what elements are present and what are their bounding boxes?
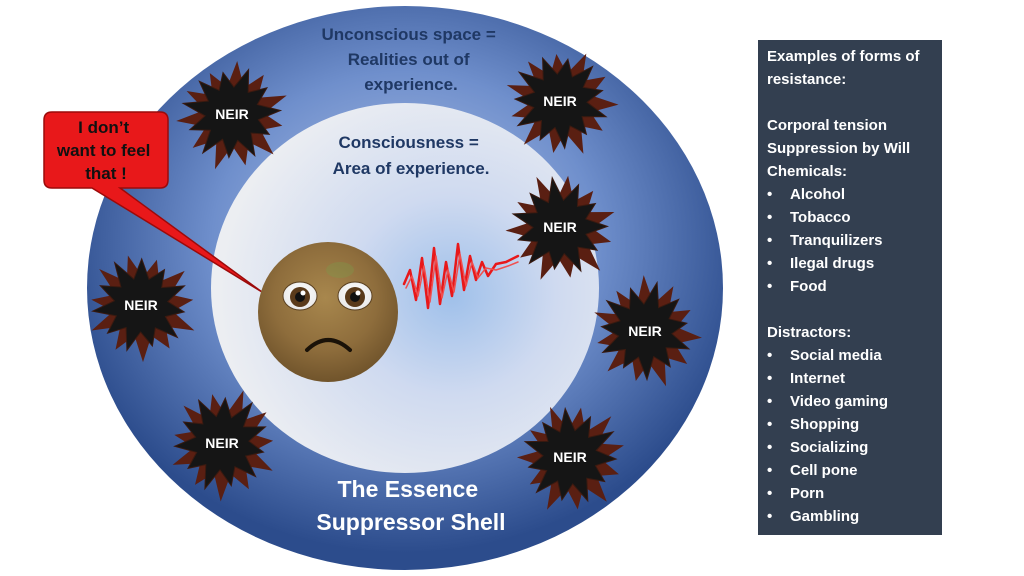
list-item: Tobacco	[767, 206, 936, 229]
list-item: Tranquilizers	[767, 229, 936, 252]
list-item: Socializing	[767, 436, 936, 459]
consciousness-label: Consciousness = Area of experience.	[333, 133, 490, 178]
resistance-examples-panel: Examples of forms of resistance: Corpora…	[758, 40, 942, 535]
neir-burst-shape	[523, 406, 618, 503]
neir-label: NEIR	[553, 449, 586, 465]
neir-burst: NEIR	[91, 255, 195, 363]
neir-label: NEIR	[543, 93, 576, 109]
distractors-list: Social media Internet Video gaming Shopp…	[767, 344, 936, 528]
distractors-heading: Distractors:	[767, 324, 852, 341]
list-item: Social media	[767, 344, 936, 367]
neir-burst: NEIR	[516, 406, 624, 510]
list-item: Video gaming	[767, 390, 936, 413]
panel-heading-2: resistance:	[767, 71, 847, 88]
neir-burst-shape	[513, 56, 608, 150]
panel-line-corporal: Corporal tension	[767, 117, 888, 134]
left-eye	[282, 281, 318, 311]
neir-burst: NEIR	[176, 61, 287, 170]
tension-wave-shadow	[405, 253, 519, 303]
neir-burst: NEIR	[505, 175, 615, 280]
list-item: Alcohol	[767, 183, 936, 206]
panel-gap	[767, 91, 936, 114]
neir-burst-shape	[511, 175, 609, 273]
neir-burst: NEIR	[172, 390, 274, 502]
neir-bursts: NEIR NEIR NEIR NEIR NEIR NEIR NEIR	[91, 53, 702, 510]
neir-label: NEIR	[205, 435, 238, 451]
speech-bubble: I don’t want to feel that !	[43, 111, 263, 293]
neir-label: NEIR	[543, 219, 576, 235]
speech-bubble-text: I don’t want to feel that !	[56, 118, 155, 183]
list-item: Shopping	[767, 413, 936, 436]
neir-burst: NEIR	[594, 275, 702, 387]
neir-burst-shape	[91, 257, 186, 352]
chemicals-list: Alcohol Tobacco Tranquilizers Ilegal dru…	[767, 183, 936, 298]
consciousness-circle	[211, 103, 599, 473]
neir-burst-shape	[600, 280, 691, 382]
list-item: Food	[767, 275, 936, 298]
neir-label: NEIR	[628, 323, 661, 339]
shell-label: The Essence Suppressor Shell	[316, 476, 505, 535]
panel-heading-1: Examples of forms of	[767, 48, 920, 65]
neir-label: NEIR	[215, 106, 248, 122]
right-eye	[337, 281, 373, 311]
panel-line-chemicals: Chemicals:	[767, 163, 848, 180]
neir-burst: NEIR	[506, 53, 619, 154]
unconscious-space-label: Unconscious space = Realities out of exp…	[321, 25, 500, 94]
list-item: Porn	[767, 482, 936, 505]
neir-burst-shape	[173, 396, 267, 491]
list-item: Ilegal drugs	[767, 252, 936, 275]
list-item: Cell pone	[767, 459, 936, 482]
tension-wave	[402, 242, 520, 310]
neir-label: NEIR	[124, 297, 157, 313]
panel-line-suppression: Suppression by Will	[767, 140, 911, 157]
neir-burst-shape	[181, 68, 283, 159]
list-item: Gambling	[767, 505, 936, 528]
list-item: Internet	[767, 367, 936, 390]
panel-gap	[767, 298, 936, 321]
sad-face	[258, 242, 398, 382]
frown-mouth	[305, 338, 352, 352]
